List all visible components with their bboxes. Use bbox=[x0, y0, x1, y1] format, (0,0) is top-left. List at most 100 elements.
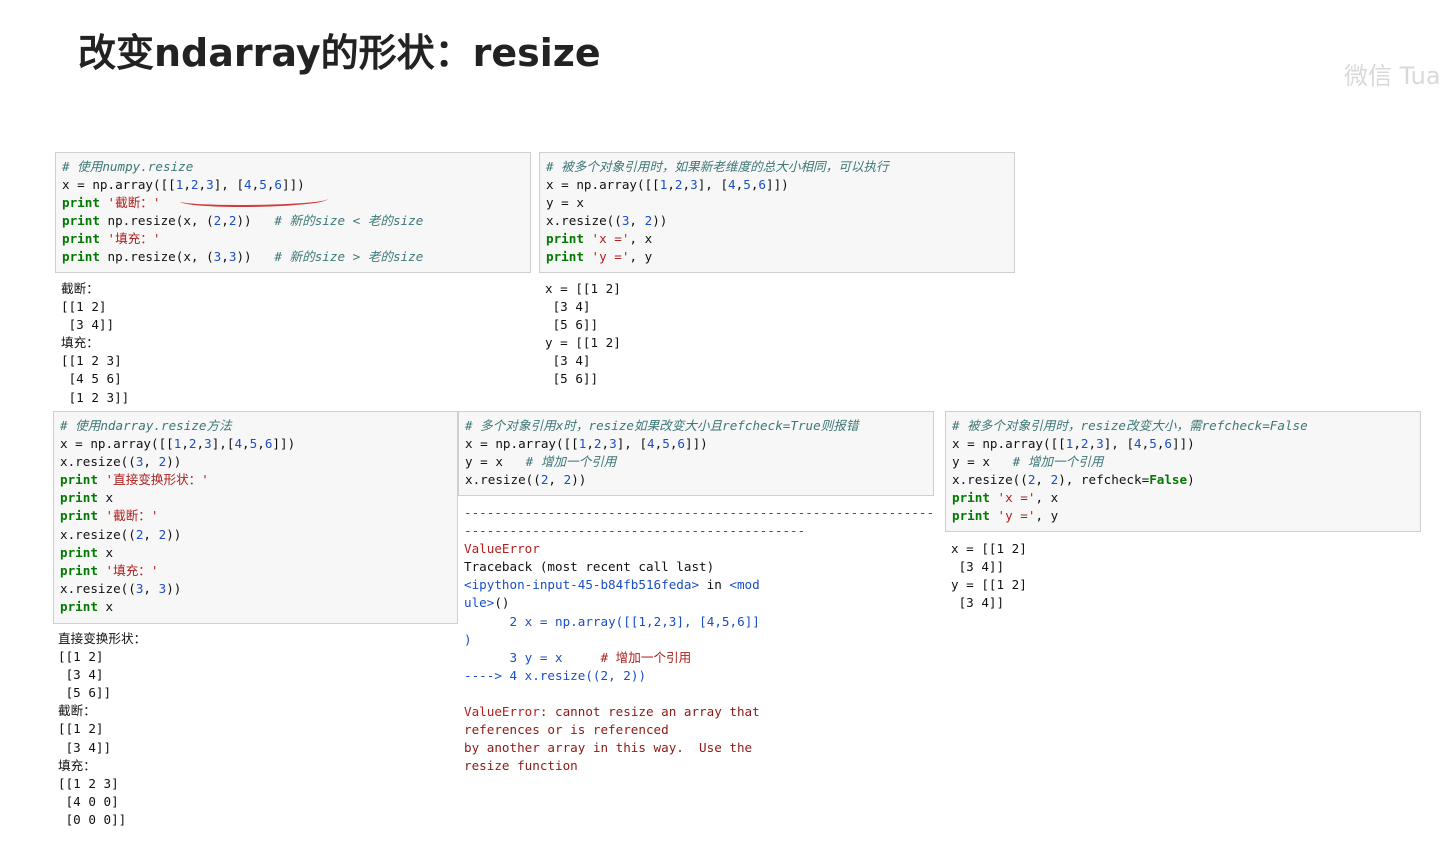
code-token: ],[ bbox=[211, 436, 235, 452]
code-token: , y bbox=[1035, 508, 1059, 524]
code-cell-refcheck-error[interactable]: # 多个对象引用x时，resize如果改变大小且refcheck=True则报错… bbox=[458, 411, 934, 496]
code-cell-same-size-reference[interactable]: # 被多个对象引用时，如果新老维度的总大小相同，可以执行 x = np.array… bbox=[539, 152, 1015, 273]
output-line: [1 2 3]] bbox=[61, 389, 130, 405]
code-token: 3 bbox=[1096, 436, 1104, 452]
code-token: 'x =' bbox=[591, 231, 630, 247]
code-token: 'y =' bbox=[591, 249, 630, 265]
code-token: x bbox=[97, 544, 114, 560]
code-token: , bbox=[1088, 436, 1097, 452]
code-token: 3 bbox=[158, 580, 167, 596]
code-token: 1 bbox=[1065, 436, 1074, 452]
code-token: , bbox=[629, 213, 645, 229]
error-token: x.resize(( bbox=[524, 667, 601, 683]
error-line: 3 y = x # 增加一个引用 bbox=[464, 649, 934, 667]
error-token: 2 bbox=[653, 613, 662, 629]
code-line: x = np.array([[1,2,3], [4,5,6]]) bbox=[546, 176, 1008, 194]
output-line: [[1 2] bbox=[58, 649, 104, 665]
output-line: [[1 2 3] bbox=[58, 775, 119, 791]
code-token: # 被多个对象引用时，如果新老维度的总大小相同，可以执行 bbox=[546, 159, 889, 174]
code-token: x = np.array([[ bbox=[465, 436, 579, 452]
code-line: print '填充：' bbox=[62, 230, 524, 248]
code-token: x.resize(( bbox=[60, 454, 136, 470]
code-token: 'x =' bbox=[997, 490, 1036, 506]
code-token: , bbox=[221, 213, 229, 229]
code-token: 2 bbox=[1027, 472, 1036, 488]
code-token bbox=[98, 508, 106, 523]
code-token: 2 bbox=[563, 472, 572, 488]
code-token: , x bbox=[629, 231, 653, 247]
code-token bbox=[98, 472, 106, 487]
output-line: [0 0 0]] bbox=[58, 811, 127, 827]
output-line: [3 4]] bbox=[951, 595, 1005, 611]
error-token: 3 y bbox=[464, 649, 540, 665]
error-token: 6 bbox=[737, 613, 745, 629]
code-line: print '填充：' bbox=[60, 562, 451, 580]
output-cell-same-size-reference: x = [[1 2] [3 4] [5 6]]y = [[1 2] [3 4] … bbox=[545, 280, 1005, 392]
code-token: 2 bbox=[1080, 436, 1089, 452]
code-token: ]]) bbox=[1172, 436, 1195, 452]
code-token: , bbox=[586, 436, 594, 452]
code-token: , bbox=[1141, 436, 1150, 452]
code-token: , bbox=[548, 472, 564, 488]
error-token: = np.array([[ bbox=[539, 613, 639, 629]
output-line: 填充： bbox=[58, 757, 96, 773]
output-line: [5 6]] bbox=[545, 317, 599, 333]
code-token: , bbox=[1073, 436, 1081, 452]
code-token: , bbox=[682, 177, 691, 193]
error-token: : cannot resize an array that bbox=[539, 704, 760, 720]
code-token: ]]) bbox=[272, 436, 296, 452]
error-line: ) bbox=[464, 631, 934, 649]
code-token: , x bbox=[1035, 490, 1059, 506]
code-token: , bbox=[183, 177, 191, 193]
code-line: print 'y =', y bbox=[952, 507, 1414, 525]
code-token: , bbox=[251, 177, 260, 193]
code-line: x = np.array([[1,2,3], [4,5,6]]) bbox=[62, 176, 524, 194]
code-token: 2 bbox=[593, 436, 602, 452]
code-token: x.resize(( bbox=[60, 580, 136, 596]
code-token: 3 bbox=[204, 436, 212, 452]
output-line: [5 6]] bbox=[58, 685, 112, 701]
code-token: print bbox=[62, 249, 100, 265]
code-token: 3 bbox=[228, 249, 237, 265]
code-line: # 被多个对象引用时，如果新老维度的总大小相同，可以执行 bbox=[546, 158, 1008, 176]
code-line: # 被多个对象引用时，resize改变大小，需refcheck=False bbox=[952, 417, 1414, 435]
code-token: )) bbox=[236, 213, 275, 229]
code-token: x.resize(( bbox=[60, 526, 136, 542]
code-token: '填充：' bbox=[105, 562, 159, 578]
error-token: 2 bbox=[600, 667, 609, 683]
code-token: # 新的size > 老的size bbox=[274, 249, 424, 265]
code-token: y = x bbox=[546, 195, 584, 211]
error-token: Traceback (most recent call last) bbox=[464, 559, 715, 575]
code-token: ], [ bbox=[213, 177, 245, 193]
code-token: '填充：' bbox=[107, 231, 161, 247]
code-line: x.resize((2, 2)) bbox=[60, 526, 451, 544]
error-token: ], [ bbox=[676, 613, 707, 629]
code-token bbox=[584, 249, 592, 264]
error-token: resize function bbox=[464, 758, 578, 774]
code-token: 5 bbox=[259, 177, 267, 193]
code-token: print bbox=[60, 472, 98, 488]
code-token: 2 bbox=[540, 472, 549, 488]
code-token: , y bbox=[629, 249, 653, 265]
code-token: print bbox=[62, 213, 100, 229]
code-token: ]]) bbox=[685, 436, 708, 452]
code-token: , bbox=[667, 177, 675, 193]
watermark: 微信 Tua bbox=[1344, 62, 1441, 90]
code-token: , bbox=[143, 580, 159, 596]
error-line: by another array in this way. Use the bbox=[464, 739, 934, 757]
error-token: # 增加一个引用 bbox=[600, 649, 692, 665]
code-token: x.resize(( bbox=[952, 472, 1028, 488]
error-token: 2 bbox=[623, 667, 631, 683]
code-token: 3 bbox=[621, 213, 630, 229]
code-token: 2 bbox=[228, 213, 237, 229]
code-line: x = np.array([[1,2,3], [4,5,6]]) bbox=[952, 435, 1414, 453]
code-token: # 新的size < 老的size bbox=[274, 213, 424, 229]
code-token: )) bbox=[166, 526, 182, 542]
output-line: [[1 2] bbox=[61, 299, 107, 315]
code-token: ), refcheck= bbox=[1058, 472, 1150, 488]
code-line: print np.resize(x, (3,3)) # 新的size > 老的s… bbox=[62, 248, 524, 266]
code-token: )) bbox=[571, 472, 587, 488]
